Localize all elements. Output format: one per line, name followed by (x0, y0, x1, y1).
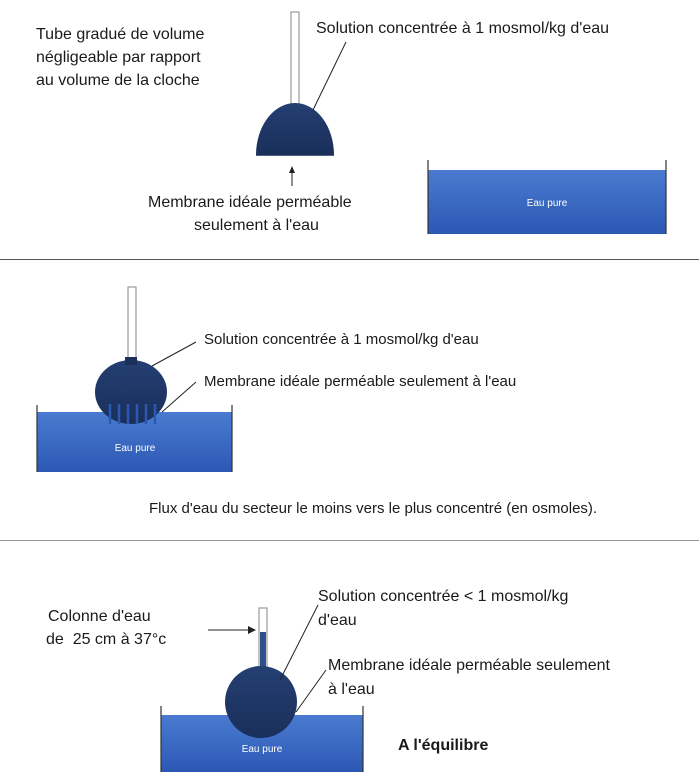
panel3-graphics (160, 604, 364, 772)
equilibrium-label: A l'équilibre (398, 737, 489, 754)
water-column (260, 632, 266, 688)
tank-label-2: Eau pure (115, 443, 156, 454)
panel2-graphics (36, 286, 233, 472)
solution-pointer-3 (279, 604, 319, 681)
tube-label-line1: Tube gradué de volume (36, 26, 205, 43)
tank-label-3: Eau pure (242, 744, 283, 755)
membrane-arrowhead (289, 166, 295, 173)
column-arrowhead (248, 626, 256, 634)
tube-label-line2: négligeable par rapport (36, 49, 201, 66)
panel1-graphics (256, 11, 667, 234)
flux-text: Flux d'eau du secteur le moins vers le p… (149, 500, 598, 517)
bell-dome (256, 103, 334, 155)
solution-label-1: Solution concentrée à 1 mosmol/kg d'eau (316, 20, 610, 37)
column-label-line1: Colonne d'eau (48, 608, 151, 625)
tube-connector-2 (125, 357, 137, 365)
membrane-label-1-line1: Membrane idéale perméable (148, 194, 352, 211)
solution-pointer-2 (151, 341, 197, 367)
solution-pointer (312, 41, 347, 111)
tank-label-1: Eau pure (527, 198, 568, 209)
tube-label-line3: au volume de la cloche (36, 72, 200, 89)
column-label-line2: de 25 cm à 37°c (46, 631, 167, 648)
panel-divider-2 (0, 540, 699, 541)
bell-sphere-2 (95, 360, 167, 424)
membrane-label-3-line1: Membrane idéale perméable seulement (328, 657, 610, 674)
graduated-tube (290, 11, 300, 105)
bell-sphere-3 (225, 666, 297, 738)
graduated-tube-2 (127, 286, 137, 364)
panel-divider-1 (0, 259, 699, 260)
membrane-label-3-line2: à l'eau (328, 681, 375, 698)
solution-label-2: Solution concentrée à 1 mosmol/kg d'eau (204, 331, 479, 348)
solution-label-3-line2: d'eau (318, 612, 357, 629)
water-flux-lines (108, 404, 157, 424)
membrane-label-2: Membrane idéale perméable seulement à l'… (204, 373, 517, 390)
pure-water-tank (428, 170, 666, 234)
membrane-pointer-3 (295, 669, 327, 713)
membrane-label-1-line2: seulement à l'eau (194, 217, 319, 234)
solution-label-3-line1: Solution concentrée < 1 mosmol/kg (318, 588, 569, 605)
membrane-pointer-2 (161, 381, 197, 413)
